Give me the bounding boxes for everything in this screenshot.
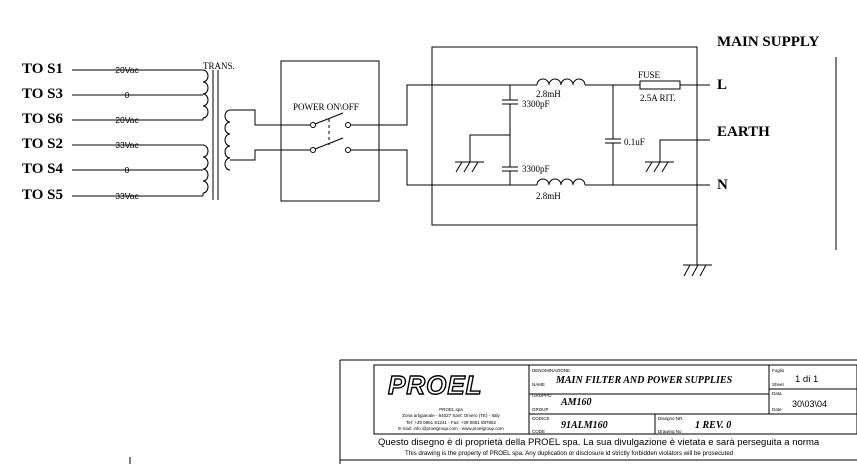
- fuse-rating-label: 2.5A RIT.: [640, 93, 676, 103]
- field-label-drawing-no: Drawing No: [658, 429, 682, 434]
- cap-y-top-label: 3300pF: [522, 99, 550, 109]
- drawing-group: AM160: [560, 397, 592, 408]
- field-label-data: Data: [772, 391, 782, 396]
- notice-italian: Questo disegno è di proprietà della PROE…: [378, 437, 820, 448]
- fuse-label: FUSE: [638, 70, 661, 80]
- voltage-label-s1: 20Vac: [115, 65, 139, 75]
- output-label-s2: TO S2: [22, 136, 63, 152]
- output-label-s1: TO S1: [22, 61, 63, 77]
- field-label-date: Date: [772, 407, 782, 412]
- cap-x-label: 0.1uF: [624, 137, 645, 147]
- field-label-group: GROUP: [532, 407, 549, 412]
- voltage-label-s4: 0: [125, 165, 130, 175]
- company-address: Zona artigianale - 64027 Sant' Omero (TE…: [402, 413, 500, 418]
- cap-y-bottom-label: 3300pF: [522, 164, 550, 174]
- earth-terminal-label: EARTH: [717, 124, 770, 140]
- line-terminal-label: L: [717, 77, 727, 93]
- title-block-grid: [373, 364, 857, 435]
- field-label-denominazione: DENOMINAZIONE: [532, 368, 570, 373]
- title-block: PROEL PROEL spa Zona artigianale - 64027…: [378, 368, 827, 457]
- transformer-label: TRANS.: [203, 61, 235, 71]
- switch-label: POWER ON\OFF: [293, 102, 359, 112]
- date-value: 30\03\04: [792, 399, 827, 409]
- output-label-s4: TO S4: [22, 161, 63, 177]
- drawing-code: 91ALM160: [561, 420, 608, 431]
- drawing-name: MAIN FILTER AND POWER SUPPLIES: [555, 375, 733, 386]
- field-label-foglio: Foglio: [772, 368, 785, 373]
- output-lines: [72, 69, 203, 197]
- inductor-bottom-label: 2.8mH: [536, 191, 561, 201]
- output-label-s3: TO S3: [22, 86, 63, 102]
- voltage-label-s2: 33Vac: [115, 140, 139, 150]
- neutral-terminal-label: N: [717, 177, 728, 193]
- field-label-code: CODE: [532, 429, 545, 434]
- drawing-number: 1 REV. 0: [695, 420, 731, 431]
- sheet-value: 1 di 1: [795, 374, 818, 385]
- power-switch: [280, 60, 380, 202]
- company-name: PROEL spa: [439, 407, 463, 412]
- filter-box: [431, 46, 710, 226]
- field-label-name: NAME: [532, 382, 545, 387]
- proel-logo: PROEL: [388, 370, 483, 400]
- field-label-disegno: Disegno NR.: [658, 416, 684, 421]
- company-phone: Tel: +39 0861 81241 - Fax: +39 0861 8878…: [406, 420, 497, 425]
- voltage-label-s5: 33Vac: [115, 191, 139, 201]
- voltage-label-s6: 20Vac: [115, 115, 139, 125]
- output-label-s5: TO S5: [22, 187, 63, 203]
- main-supply-title: MAIN SUPPLY: [717, 34, 820, 50]
- voltage-label-s3: 0: [125, 90, 130, 100]
- inductor-top-label: 2.8mH: [536, 89, 561, 99]
- field-label-gruppo: GRUPPO: [532, 393, 552, 398]
- notice-english: This drawing is the property of PROEL sp…: [405, 450, 734, 457]
- field-label-sheet: Sheet: [772, 382, 785, 387]
- transformer: [202, 69, 281, 200]
- output-label-s6: TO S6: [22, 111, 63, 127]
- company-email: E-mail: info @proelgroup.com - www.proel…: [398, 426, 504, 431]
- field-label-codice: CODICE: [532, 416, 550, 421]
- chassis-ground-symbol: [683, 225, 712, 277]
